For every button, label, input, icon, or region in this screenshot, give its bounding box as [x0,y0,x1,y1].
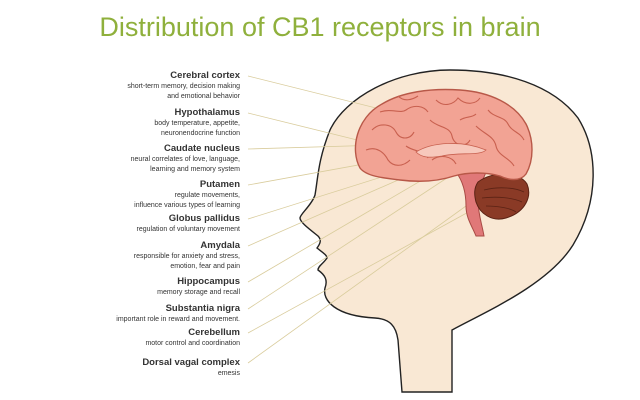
region-description: learning and memory system [150,165,240,173]
region-label: Dorsal vagal complex emesis [0,357,240,379]
region-description: regulate movements, [174,192,240,199]
region-label: Putamen regulate movements, influence vari… [0,179,240,210]
leader-line [247,75,393,113]
region-label-list: Cerebral cortex short-term memory, decisi… [0,0,240,400]
region-description: neural correlates of love, language, [130,156,240,163]
leader-line [247,197,495,334]
region-name: Hypothalamus [174,107,240,118]
region-name: Globus pallidus [168,213,240,224]
leader-line [247,205,467,364]
region-label: Cerebral cortex short-term memory, decisi… [0,70,240,101]
region-description: and emotional behavior [167,92,240,100]
region-name: Amydala [200,240,240,251]
region-name: Cerebellum [188,327,240,338]
leader-line [247,171,457,310]
region-description: memory storage and recall [157,289,240,296]
region-name: Putamen [199,179,240,190]
region-description: body temperature, appetite, [154,120,240,127]
region-name: Cerebral cortex [170,70,240,81]
region-name: Hippocampus [177,276,240,287]
region-name: Dorsal vagal complex [142,357,240,368]
region-description: neuronendocrine function [160,129,240,137]
region-description: motor control and coordination [145,340,240,347]
leader-line [247,165,447,283]
region-description: important role in reward and movement. [116,316,240,323]
region-label: Substantia nigra important role in reward… [0,303,240,325]
region-label: Hippocampus memory storage and recall [0,276,240,298]
corpus-callosum [415,143,487,158]
region-label: Hypothalamus body temperature, appetite, n… [0,107,240,138]
region-description: regulation of voluntary movement [136,226,241,233]
region-label: Caudate nucleus neural correlates of love… [0,143,240,174]
region-label: Globus pallidus regulation of voluntary m… [0,213,241,235]
region-description: short-term memory, decision making [127,83,240,90]
diagram-title: Distribution of CB1 receptors in brain [99,12,541,42]
region-name: Caudate nucleus [163,143,240,154]
region-description: emesis [217,370,240,377]
region-label: Cerebellum motor control and coordination [0,327,240,349]
region-name: Substantia nigra [165,303,240,314]
region-description: emotion, fear and pain [170,262,240,270]
region-description: responsible for anxiety and stress, [133,253,240,260]
cerebrum-shape [354,88,533,182]
region-label: Amydala responsible for anxiety and stres… [0,240,240,271]
region-description: influence various types of learning [134,201,240,209]
